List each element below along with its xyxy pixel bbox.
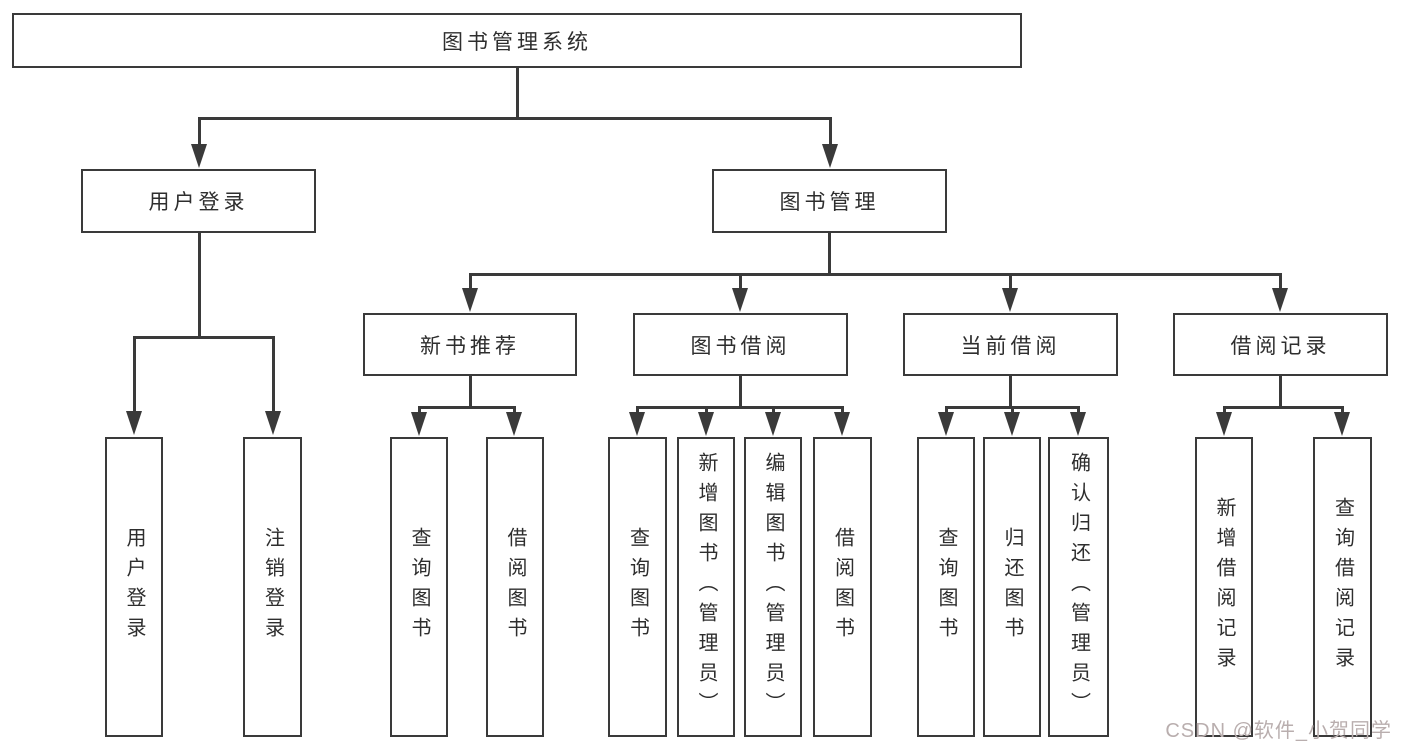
node-current-borrow-label: 当前借阅: [960, 334, 1061, 358]
leaf-newbook-query: 查询图书: [390, 437, 448, 737]
leaf-current-query: 查询图书: [917, 437, 975, 737]
leaf-newbook-borrow: 借阅图书: [486, 437, 544, 737]
connector-newbook-drop1: [417, 406, 421, 413]
arrowhead-down-icon: [822, 144, 838, 168]
leaf-borrow-add-admin-label: 新增图书（管理员）: [695, 452, 717, 722]
arrowhead-down-icon: [462, 288, 478, 312]
leaf-borrow-edit-admin: 编辑图书（管理员）: [744, 437, 802, 737]
leaf-current-return: 归还图书: [983, 437, 1041, 737]
leaf-newbook-query-label: 查询图书: [408, 527, 430, 647]
connector-bookborrow-drop4: [840, 406, 844, 413]
leaf-record-query: 查询借阅记录: [1313, 437, 1372, 737]
connector-bookborrow-drop1: [635, 406, 639, 413]
connector-root-drop-right: [828, 117, 832, 145]
arrowhead-down-icon: [1216, 412, 1232, 436]
leaf-record-add-label: 新增借阅记录: [1213, 497, 1235, 677]
arrowhead-down-icon: [765, 412, 781, 436]
node-user-login: 用户登录: [81, 169, 316, 233]
leaf-record-add: 新增借阅记录: [1195, 437, 1253, 737]
arrowhead-down-icon: [834, 412, 850, 436]
leaf-logout-label: 注销登录: [261, 527, 284, 647]
node-root: 图书管理系统: [12, 13, 1022, 68]
connector-currentborrow-stem: [1008, 376, 1012, 409]
arrowhead-down-icon: [411, 412, 427, 436]
leaf-borrow-add-admin: 新增图书（管理员）: [677, 437, 735, 737]
connector-root-drop-left: [197, 117, 201, 145]
connector-newbook-stem: [468, 376, 472, 409]
connector-userlogin-stem: [197, 233, 201, 339]
csdn-watermark: CSDN @软件_小贺同学: [1165, 720, 1392, 742]
connector-records-drop1: [1222, 406, 1226, 413]
arrowhead-down-icon: [698, 412, 714, 436]
leaf-newbook-borrow-label: 借阅图书: [504, 527, 526, 647]
connector-level3-drop3: [1008, 273, 1012, 289]
connector-bookmgmt-stem: [827, 233, 831, 276]
leaf-borrow-edit-admin-label: 编辑图书（管理员）: [762, 452, 784, 722]
connector-level3-drop2: [738, 273, 742, 289]
arrowhead-down-icon: [1334, 412, 1350, 436]
connector-userlogin-drop1: [132, 336, 136, 412]
connector-root-stem: [515, 68, 519, 120]
arrowhead-down-icon: [126, 411, 142, 435]
connector-currentborrow-drop1: [944, 406, 948, 413]
leaf-borrow-borrow-label: 借阅图书: [831, 527, 854, 647]
node-root-label: 图书管理系统: [442, 30, 592, 54]
arrowhead-down-icon: [1004, 412, 1020, 436]
leaf-current-confirm-admin: 确认归还（管理员）: [1048, 437, 1109, 737]
node-book-management-label: 图书管理: [779, 191, 880, 214]
connector-userlogin-hbar: [132, 336, 275, 339]
arrowhead-down-icon: [265, 411, 281, 435]
leaf-borrow-borrow: 借阅图书: [813, 437, 872, 737]
node-borrow-records: 借阅记录: [1173, 313, 1388, 376]
arrowhead-down-icon: [506, 412, 522, 436]
arrowhead-down-icon: [191, 144, 207, 168]
leaf-current-confirm-admin-label: 确认归还（管理员）: [1067, 452, 1090, 722]
node-book-borrow: 图书借阅: [633, 313, 848, 376]
connector-currentborrow-drop2: [1010, 406, 1014, 413]
node-current-borrow: 当前借阅: [903, 313, 1118, 376]
connector-bookborrow-drop3: [771, 406, 775, 413]
node-new-book-recommend-label: 新书推荐: [420, 334, 520, 358]
arrowhead-down-icon: [1272, 288, 1288, 312]
leaf-record-query-label: 查询借阅记录: [1331, 497, 1354, 677]
arrowhead-down-icon: [1070, 412, 1086, 436]
leaf-current-return-label: 归还图书: [1001, 527, 1023, 647]
connector-userlogin-drop2: [271, 336, 275, 412]
connector-level3-drop4: [1278, 273, 1282, 289]
arrowhead-down-icon: [1002, 288, 1018, 312]
connector-records-drop2: [1340, 406, 1344, 413]
arrowhead-down-icon: [629, 412, 645, 436]
leaf-borrow-query-label: 查询图书: [626, 527, 649, 647]
node-user-login-label: 用户登录: [148, 191, 249, 214]
connector-records-stem: [1278, 376, 1282, 409]
arrowhead-down-icon: [938, 412, 954, 436]
node-borrow-records-label: 借阅记录: [1230, 334, 1331, 358]
leaf-user-login-label: 用户登录: [123, 527, 145, 647]
connector-root-hbar: [197, 117, 832, 120]
leaf-logout: 注销登录: [243, 437, 302, 737]
leaf-borrow-query: 查询图书: [608, 437, 667, 737]
connector-bookborrow-stem: [738, 376, 742, 409]
connector-bookborrow-drop2: [704, 406, 708, 413]
node-new-book-recommend: 新书推荐: [363, 313, 577, 376]
connector-currentborrow-drop3: [1076, 406, 1080, 413]
connector-bookborrow-hbar: [635, 406, 844, 409]
node-book-management: 图书管理: [712, 169, 947, 233]
node-book-borrow-label: 图书借阅: [690, 334, 791, 358]
arrowhead-down-icon: [732, 288, 748, 312]
leaf-current-query-label: 查询图书: [935, 527, 957, 647]
connector-bookmgmt-hbar: [468, 273, 1282, 276]
connector-newbook-drop2: [512, 406, 516, 413]
connector-level3-drop1: [468, 273, 472, 289]
leaf-user-login: 用户登录: [105, 437, 163, 737]
connector-records-hbar: [1222, 406, 1344, 409]
connector-newbook-hbar: [417, 406, 516, 409]
